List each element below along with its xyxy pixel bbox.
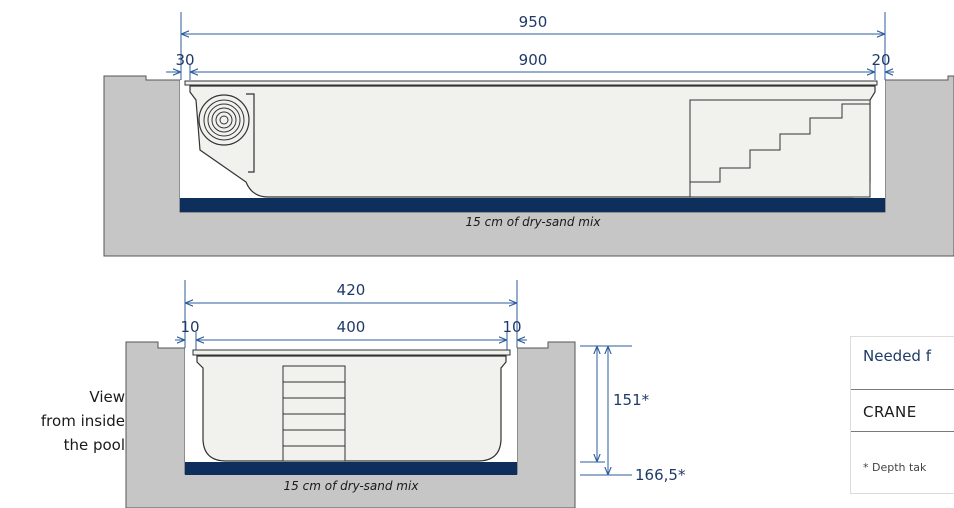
requirement-item: CRANE xyxy=(863,403,917,421)
dim-total-width: 950 xyxy=(519,13,548,31)
depth-footnote: * Depth tak xyxy=(863,461,927,474)
ladder-steps-side xyxy=(282,365,346,462)
side-section: 420 400 10 10 151* 166,5* 15 cm of dry-s… xyxy=(125,280,686,508)
dim-side-inner-width: 400 xyxy=(337,318,366,336)
sand-layer-top xyxy=(180,198,885,212)
pool-rim-side xyxy=(192,349,511,356)
sand-layer-side xyxy=(185,462,517,475)
caption-line: the pool xyxy=(63,436,125,454)
pool-rim-top xyxy=(184,80,878,86)
caption-line: from inside xyxy=(40,412,125,430)
dim-side-total-width: 420 xyxy=(337,281,366,299)
cover-roller-icon xyxy=(198,93,255,173)
dim-depth-inner: 151* xyxy=(613,391,650,409)
dim-depth-outer: 166,5* xyxy=(635,466,686,484)
top-section: 950 900 30 20 15 cm of dry-sand mix xyxy=(103,12,954,257)
view-caption: View from inside the pool xyxy=(41,385,125,457)
caption-line: View xyxy=(89,388,125,406)
requirements-box: Needed f CRANE * Depth tak xyxy=(850,336,954,494)
sand-label-side: 15 cm of dry-sand mix xyxy=(284,479,420,493)
dim-side-right-gap: 10 xyxy=(502,318,521,336)
requirements-heading: Needed f xyxy=(863,347,931,365)
dim-right-gap: 20 xyxy=(871,51,890,69)
divider xyxy=(851,431,954,432)
dim-side-left-gap: 10 xyxy=(180,318,199,336)
staircase-top xyxy=(689,99,871,198)
pool-shell-side xyxy=(196,355,507,462)
dim-inner-width: 900 xyxy=(519,51,548,69)
sand-label-top: 15 cm of dry-sand mix xyxy=(466,215,602,229)
dim-left-gap: 30 xyxy=(175,51,194,69)
divider xyxy=(851,389,954,390)
